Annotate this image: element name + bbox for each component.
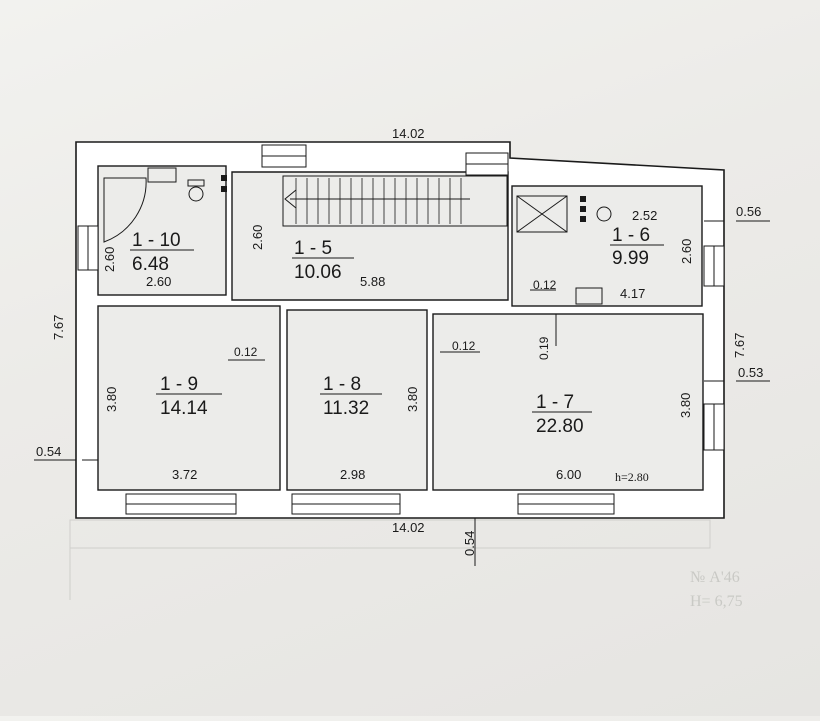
dim-bottom-wall: 0.54 <box>462 531 477 556</box>
svg-text:№ А'46: № А'46 <box>690 569 740 586</box>
room-1-9 <box>97 305 281 491</box>
dim-top-width: 14.02 <box>392 126 425 141</box>
room-dim: 2.98 <box>340 467 365 482</box>
room-dim: 5.88 <box>360 274 385 289</box>
room-dim: 6.00 <box>556 467 581 482</box>
room-1-7 <box>432 313 704 491</box>
cabinet-1-6 <box>575 287 603 305</box>
room-area: 9.99 <box>612 248 649 269</box>
room-id: 1 - 10 <box>132 230 181 251</box>
room-1-10-labels: 1 - 10 6.48 2.60 2.60 <box>102 230 194 289</box>
room-1-9-labels: 1 - 9 14.14 3.80 3.72 0.12 <box>104 345 258 482</box>
dim-left-wall: 0.54 <box>36 444 61 459</box>
room-area: 11.32 <box>323 398 369 419</box>
room-id: 1 - 8 <box>323 374 361 395</box>
room-id: 1 - 9 <box>160 374 198 395</box>
room-dim: 4.17 <box>620 286 645 301</box>
shower-1-6 <box>516 195 568 233</box>
room-1-7-labels: 1 - 7 22.80 3.80 6.00 0.19 <box>532 336 693 482</box>
room-dim: 0.12 <box>533 278 557 292</box>
room-dim: 2.60 <box>146 274 171 289</box>
toilet-1-6 <box>596 206 612 222</box>
vent-1-10 <box>221 175 227 181</box>
room-area: 6.48 <box>132 254 169 275</box>
room-1-6 <box>511 185 703 307</box>
dim-bottom-width: 14.02 <box>392 520 425 535</box>
room-dim: 3.72 <box>172 467 197 482</box>
room-dim: 3.80 <box>678 393 693 418</box>
room-id: 1 - 5 <box>294 238 332 259</box>
svg-text:Н= 6,75: Н= 6,75 <box>690 593 743 610</box>
dim-right-wall-mid: 0.53 <box>738 365 763 380</box>
room-1-10 <box>97 165 227 296</box>
room-1-5-labels: 1 - 5 10.06 2.60 5.88 <box>250 225 385 289</box>
room-1-8 <box>286 309 428 491</box>
room-id: 1 - 7 <box>536 392 574 413</box>
room-dim: 2.52 <box>632 208 657 223</box>
room-dim: 0.12 <box>234 345 258 359</box>
door-swing-1-10 <box>103 177 147 243</box>
room-dim: 2.60 <box>102 247 117 272</box>
room-dim: 0.19 <box>537 336 551 360</box>
room-dim: 2.60 <box>679 239 694 264</box>
room-area: 22.80 <box>536 416 584 437</box>
room-dim: 3.80 <box>405 387 420 412</box>
windows <box>77 144 725 515</box>
dim-left-height: 7.67 <box>51 315 66 340</box>
room-id: 1 - 6 <box>612 225 650 246</box>
background-ghost-lines: № А'46 Н= 6,75 <box>69 519 743 610</box>
room-dim: 3.80 <box>104 387 119 412</box>
room-1-8-labels: 1 - 8 11.32 3.80 2.98 0.12 <box>320 339 476 482</box>
room-dim: 0.12 <box>452 339 476 353</box>
height-note: h=2.80 <box>615 470 649 484</box>
toilet-1-10 <box>188 186 204 202</box>
fixtures <box>103 167 612 305</box>
staircase <box>282 175 508 227</box>
room-1-6-labels: 1 - 6 9.99 2.52 2.60 4.17 0.12 <box>533 208 694 301</box>
dim-right-height: 7.67 <box>732 333 747 358</box>
room-area: 10.06 <box>294 262 342 283</box>
room-dim: 2.60 <box>250 225 265 250</box>
sink-1-10 <box>147 167 177 183</box>
room-area: 14.14 <box>160 398 208 419</box>
dim-right-wall-top: 0.56 <box>736 204 761 219</box>
dimension-lines <box>34 220 770 566</box>
